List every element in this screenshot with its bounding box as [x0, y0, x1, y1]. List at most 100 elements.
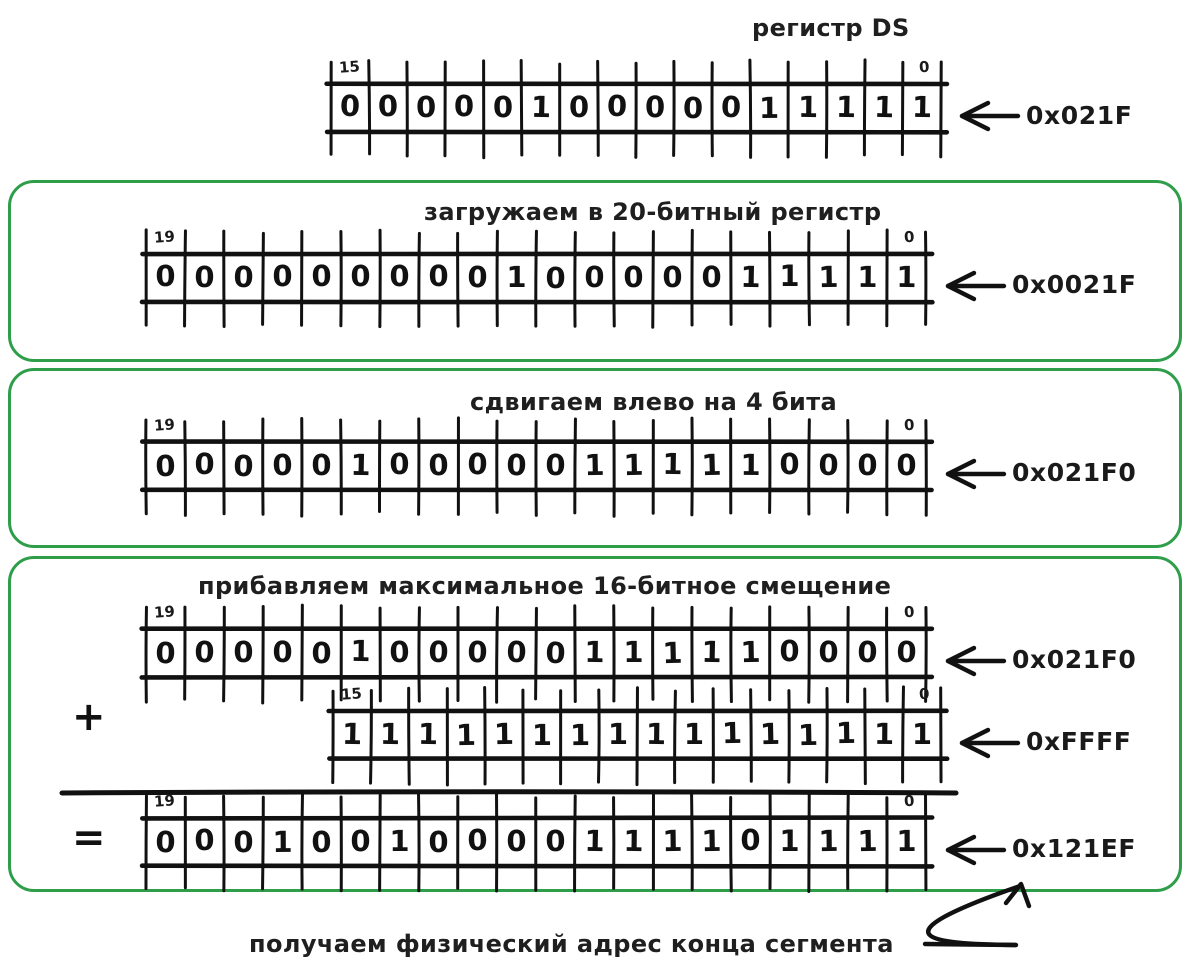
bit-digit: 0 — [454, 89, 475, 124]
callout-tail — [922, 941, 1019, 948]
bit-digit: 1 — [818, 824, 839, 859]
bit-digit: 1 — [759, 90, 780, 125]
group-box-load-20bit — [8, 180, 1182, 362]
bit-digit: 1 — [389, 824, 410, 859]
hex-label-addend-1: 0x021F0 — [1012, 645, 1137, 674]
group-box-add-max-offset — [8, 556, 1182, 892]
bit-digit: 1 — [379, 716, 401, 752]
bit-digit: 0 — [233, 634, 254, 670]
bit-digit: 0 — [818, 635, 839, 670]
heading-load-20bit: загружаем в 20-битный регистр — [424, 198, 882, 226]
bit-digit: 1 — [584, 448, 605, 483]
bit-digit: 1 — [623, 823, 644, 858]
bit-digit: 0 — [545, 635, 566, 670]
bit-digit: 1 — [873, 89, 895, 125]
bit-digit: 1 — [701, 823, 722, 858]
lsb-index-label: 0 — [918, 684, 931, 704]
bit-digit: 1 — [530, 89, 552, 125]
hex-label-addend-2: 0xFFFF — [1026, 727, 1132, 756]
bit-digit: 0 — [623, 259, 644, 295]
bit-digit: 1 — [350, 448, 371, 483]
bit-digit: 0 — [193, 823, 216, 858]
bit-digit: 0 — [232, 448, 255, 483]
bit-digit: 1 — [779, 259, 800, 294]
bit-digit: 0 — [154, 448, 177, 483]
bit-digit: 0 — [779, 634, 800, 669]
bit-digit: 0 — [682, 90, 704, 125]
bit-digit: 0 — [311, 259, 332, 294]
bit-digit: 1 — [873, 717, 895, 752]
bit-digit: 1 — [835, 716, 857, 751]
bit-digit: 0 — [194, 447, 215, 482]
lsb-index-label: 0 — [918, 57, 931, 77]
bit-digit: 1 — [759, 716, 781, 751]
bit-digit: 0 — [492, 89, 513, 124]
bit-digit: 1 — [607, 717, 629, 752]
bit-digit: 0 — [428, 259, 449, 294]
bit-digit: 1 — [341, 716, 363, 751]
lsb-index-label: 0 — [903, 415, 916, 435]
msb-index-label: 19 — [153, 415, 176, 435]
bit-digit: 0 — [416, 89, 437, 124]
bit-digit: 0 — [467, 823, 488, 858]
bit-digit: 1 — [818, 259, 839, 295]
hex-label-ds: 0x021F — [1026, 101, 1133, 130]
bit-digit: 0 — [606, 89, 628, 124]
bit-digit: 1 — [683, 716, 705, 751]
msb-index-label: 19 — [153, 602, 176, 622]
bit-digit: 0 — [584, 259, 605, 294]
bottom-caption: получаем физический адрес конца сегмента — [249, 930, 894, 958]
bit-digit: 0 — [568, 89, 589, 125]
bit-digit: 1 — [272, 824, 293, 859]
bit-digit: 0 — [389, 259, 410, 294]
bit-digit: 0 — [310, 824, 333, 859]
bit-digit: 0 — [311, 635, 332, 670]
bit-digit: 1 — [623, 634, 644, 669]
bit-digit: 0 — [467, 259, 488, 294]
bit-digit: 0 — [339, 89, 361, 124]
bit-digit: 1 — [584, 635, 605, 670]
bit-digit: 0 — [720, 89, 742, 125]
bit-digit: 1 — [797, 717, 819, 752]
bit-digit: 1 — [531, 717, 553, 752]
bit-digit: 0 — [545, 447, 566, 482]
bit-digit: 1 — [701, 634, 722, 670]
bit-digit: 1 — [857, 260, 878, 295]
left-arrow-head-icon — [945, 458, 977, 490]
bit-digit: 0 — [350, 259, 371, 294]
bit-digit: 1 — [506, 259, 527, 294]
heading-add-max-offset: прибавляем максимальное 16-битное смещен… — [198, 572, 892, 600]
bit-digit: 0 — [428, 634, 449, 669]
bit-digit: 0 — [272, 634, 293, 669]
bit-digit: 0 — [155, 824, 176, 859]
msb-index-label: 15 — [338, 57, 361, 77]
msb-index-label: 19 — [153, 227, 176, 247]
hex-label-shift: 0x021F0 — [1012, 458, 1137, 487]
bit-digit: 1 — [662, 447, 683, 482]
bit-digit: 0 — [311, 448, 332, 483]
bit-digit: 0 — [272, 447, 293, 482]
bit-digit: 1 — [740, 635, 761, 670]
hex-label-sum: 0x121EF — [1012, 834, 1137, 863]
hex-label-load: 0x0021F — [1012, 270, 1137, 299]
callout-arrow-head-icon — [1003, 881, 1032, 909]
bit-digit: 0 — [428, 448, 449, 483]
bit-digit: 0 — [467, 634, 488, 670]
operator-equals: = — [72, 815, 106, 861]
bit-digit: 1 — [662, 823, 683, 859]
bit-digit: 1 — [740, 259, 761, 295]
bit-digit: 1 — [857, 824, 878, 859]
bit-digit: 0 — [701, 260, 722, 295]
bit-digit: 0 — [545, 823, 566, 858]
bit-digit: 0 — [644, 90, 666, 125]
bit-digit: 0 — [233, 824, 254, 859]
bit-digit: 1 — [645, 717, 667, 752]
bit-digit: 0 — [233, 259, 254, 295]
bit-digit: 0 — [467, 447, 488, 482]
bit-digit: 1 — [779, 824, 800, 859]
bit-digit: 0 — [155, 259, 176, 294]
bit-digit: 0 — [506, 448, 527, 483]
bit-digit: 1 — [911, 716, 933, 751]
